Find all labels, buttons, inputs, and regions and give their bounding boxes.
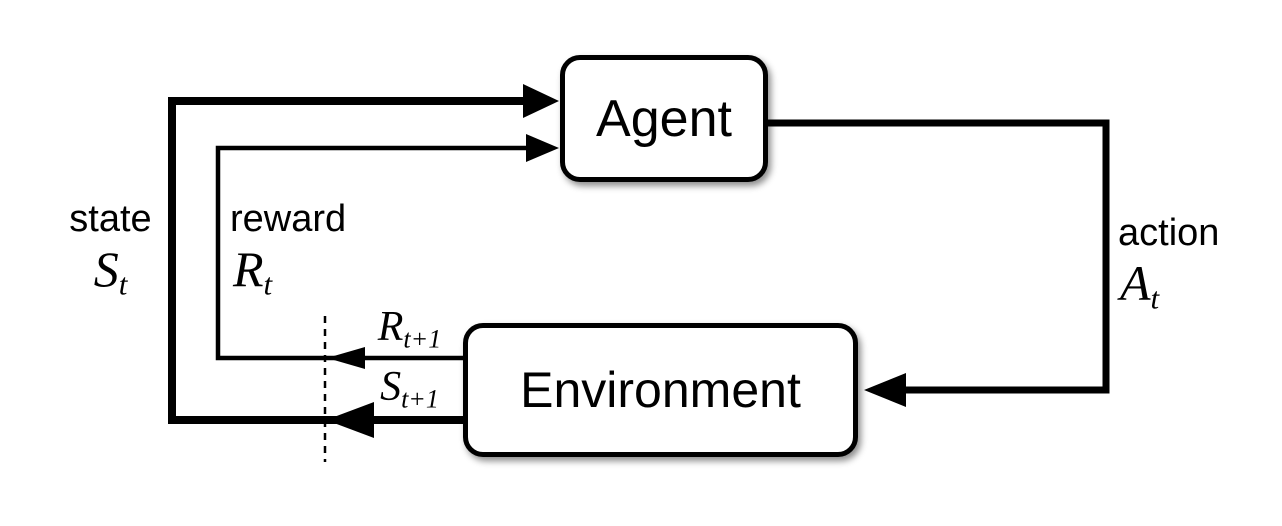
next-reward-symbol-subscript: t+1 [403, 324, 442, 354]
reward-next-arrowhead [327, 347, 365, 369]
next-state-symbol-base: S [380, 364, 402, 410]
next-state-symbol-label: St+1 [352, 364, 467, 412]
reward-symbol-base: R [233, 241, 264, 297]
next-reward-symbol-label: Rt+1 [352, 304, 467, 352]
reward-symbol-label: Rt [233, 241, 272, 300]
action-symbol-subscript: t [1150, 280, 1160, 316]
action-to-environment-arrowhead [864, 373, 906, 407]
agent-node-label: Agent [596, 89, 732, 148]
action-symbol-label: At [1120, 255, 1159, 314]
state-symbol-label: St [58, 241, 163, 300]
reward-symbol-subscript: t [263, 266, 273, 302]
agent-node: Agent [560, 55, 768, 182]
reward-to-agent-arrowhead [526, 134, 559, 162]
state-symbol-subscript: t [118, 266, 128, 302]
environment-node: Environment [463, 323, 858, 457]
state-word-label: state [69, 198, 152, 240]
next-reward-symbol-base: R [377, 304, 404, 350]
action-arrow [768, 119, 1110, 407]
state-arrow [168, 84, 559, 438]
state-symbol-base: S [93, 241, 119, 297]
next-state-symbol-subscript: t+1 [401, 384, 439, 414]
state-next-arrowhead [326, 402, 374, 438]
environment-node-label: Environment [520, 362, 801, 418]
action-symbol-base: A [1120, 255, 1151, 311]
reward-arrow [215, 134, 559, 369]
state-to-agent-arrowhead [523, 84, 559, 118]
reward-word-label: reward [230, 198, 347, 240]
action-word-label: action [1118, 212, 1220, 254]
